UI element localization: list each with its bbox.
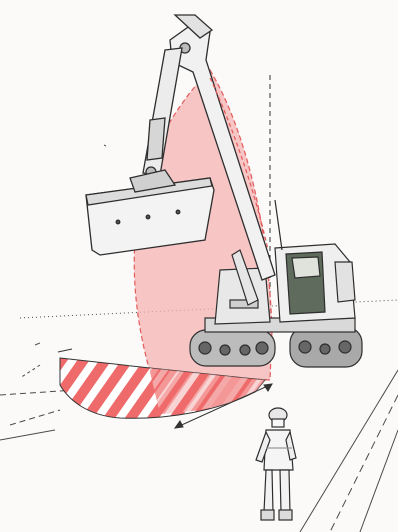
worker-figure: [256, 408, 296, 520]
excavator-tracks: [190, 318, 362, 367]
